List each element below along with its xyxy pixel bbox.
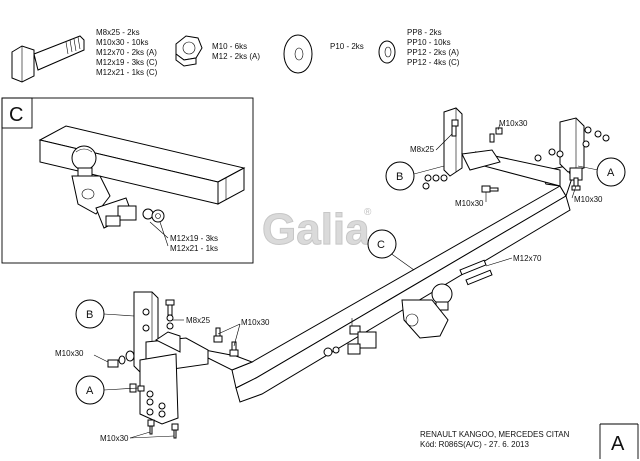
callout-label: B: [86, 309, 93, 321]
bolt-icon: [213, 327, 223, 343]
bolt-icon: [489, 127, 503, 143]
label-m10x30: M10x30: [55, 349, 84, 358]
galia-logo: Galia ®: [262, 205, 373, 255]
bolt-spec-item: M12x70 - 2ks (A): [96, 48, 157, 57]
ball-mount: [323, 259, 493, 357]
callout-c-main: C: [367, 229, 397, 259]
spring-washer-spec: PP10 - 10ks: [407, 38, 451, 47]
crossbeam: [183, 151, 573, 403]
bolt-icon: [165, 299, 175, 316]
bolt-spec-item: M12x19 - 3ks (C): [96, 58, 158, 67]
left-fasteners: [107, 299, 239, 439]
bolt-spec-item: M12x21 - 1ks (C): [96, 68, 158, 77]
spring-washer-spec: PP12 - 4ks (C): [407, 58, 460, 67]
m12x70-bolt: [459, 259, 493, 286]
bolt-icon: [11, 35, 85, 83]
callout-label: C: [377, 239, 385, 251]
label-m12x70: M12x70: [513, 254, 542, 263]
label-m10x30: M10x30: [499, 119, 528, 128]
callout-label: A: [86, 385, 94, 397]
bolt-icon: [451, 119, 459, 137]
bolt-spec-item: M8x25 - 2ks: [96, 28, 140, 37]
callout-b-left: B: [75, 299, 105, 329]
callout-a-left: A: [75, 375, 105, 405]
callout-label: A: [607, 167, 615, 179]
sheet-label: A: [611, 433, 625, 455]
detail-c-callout: M12x21 - 1ks: [170, 244, 218, 253]
bolt-spec-list: M8x25 - 2ks M10x30 - 10ks M12x70 - 2ks (…: [96, 28, 158, 77]
bolt-icon: [481, 185, 499, 193]
label-m8x25: M8x25: [186, 316, 211, 325]
spring-washer-spec: PP12 - 2ks (A): [407, 48, 459, 57]
nut-spec-item: M12 - 2ks (A): [212, 52, 260, 61]
detail-c-label: C: [9, 104, 23, 126]
detail-c-callout: M12x19 - 3ks: [170, 234, 218, 243]
callout-b-right: B: [385, 161, 415, 191]
registered-mark: ®: [364, 207, 372, 218]
title-code: Kód: R086S(A/C) - 27. 6. 2013: [420, 440, 530, 449]
label-m10x30: M10x30: [574, 195, 603, 204]
label-m10x30: M10x30: [241, 318, 270, 327]
label-m10x30: M10x30: [100, 434, 129, 443]
logo-text: Galia: [262, 205, 370, 254]
label-m8x25: M8x25: [410, 145, 435, 154]
bolt-spec-item: M10x30 - 10ks: [96, 38, 148, 47]
left-bracket: [133, 291, 209, 425]
detail-c-panel: C M12x19 - 3ks M12x21 - 1ks: [1, 97, 254, 264]
washer-icon: [283, 34, 313, 74]
title-vehicle: RENAULT KANGOO, MERCEDES CITAN: [420, 430, 570, 439]
leader-lines: [93, 123, 599, 439]
label-m10x30: M10x30: [455, 199, 484, 208]
washer-spec: P10 - 2ks: [330, 42, 364, 51]
nut-icon: [175, 35, 203, 67]
bolt-icon: [229, 341, 239, 357]
title-block: RENAULT KANGOO, MERCEDES CITAN Kód: R086…: [420, 423, 639, 459]
callout-a-right: A: [596, 157, 626, 187]
nut-spec-item: M10 - 6ks: [212, 42, 247, 51]
spring-washer-spec: PP8 - 2ks: [407, 28, 442, 37]
callout-label: B: [396, 171, 403, 183]
spring-washer-icon: [378, 40, 396, 64]
